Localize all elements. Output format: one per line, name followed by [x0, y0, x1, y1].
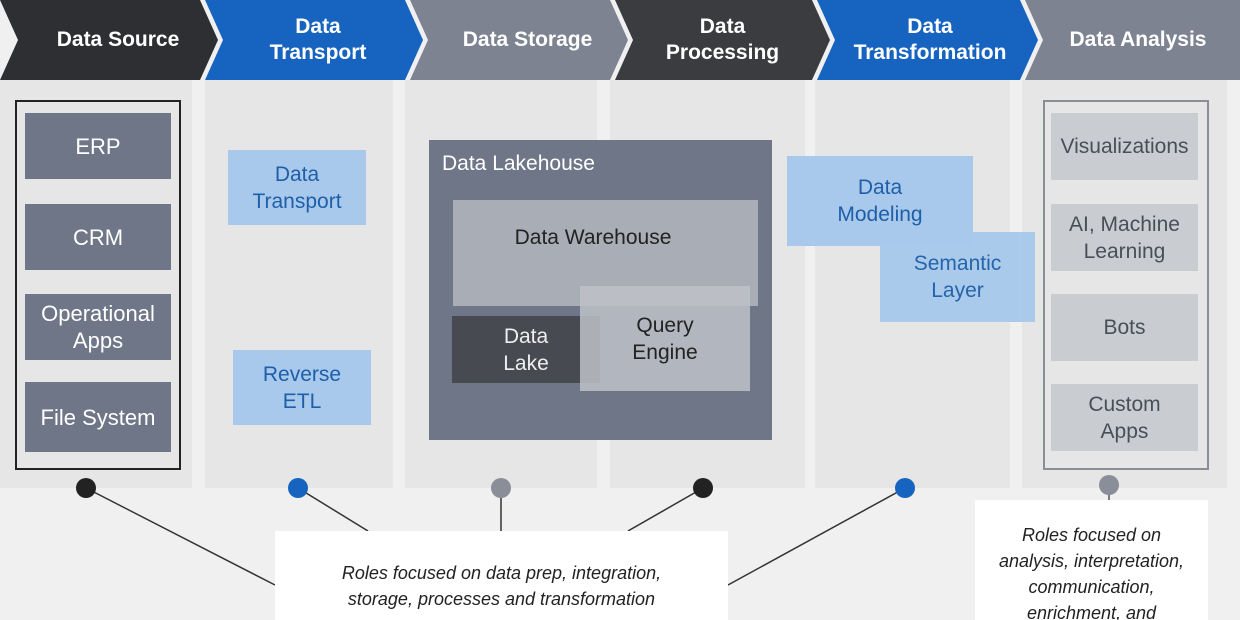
transport-item-data-transport: Data Transport: [228, 150, 366, 225]
lakehouse-label: Data Lakehouse: [442, 152, 595, 175]
stage-label-data-storage: Data Storage: [462, 28, 593, 51]
stage-label-data-processing: Data Processing: [665, 15, 780, 64]
stage-dot-data-transport: [288, 478, 308, 498]
analysis-item-custom-apps: Custom Apps: [1051, 384, 1198, 451]
stage-chevron-data-transformation: [817, 0, 1038, 80]
stage-chevron-data-analysis: [1025, 0, 1240, 80]
transformation-item-semantic-layer: Semantic Layer: [880, 232, 1035, 322]
stage-chevron-data-storage: [410, 0, 628, 80]
stage-header-bar: [0, 0, 1240, 80]
source-item-operational-apps: Operational Apps: [25, 294, 171, 360]
analysis-frame: [1043, 100, 1209, 470]
stage-dot-data-processing: [693, 478, 713, 498]
note-engineering-roles: Roles focused on data prep, integration,…: [275, 531, 728, 620]
connector-source: [85, 487, 276, 586]
stage-dot-data-storage: [491, 478, 511, 498]
source-item-erp: ERP: [25, 113, 171, 179]
warehouse-label: Data Warehouse: [514, 226, 672, 249]
stage-chevron-data-transport: [205, 0, 423, 80]
connector-transport: [297, 487, 369, 532]
stage-label-data-source: Data Source: [56, 28, 180, 51]
note-analysis-roles: Roles focused on analysis, interpretatio…: [975, 500, 1208, 620]
transport-item-reverse-etl: Reverse ETL: [233, 350, 371, 425]
analysis-item-visualizations: Visualizations: [1051, 113, 1198, 180]
query-engine-box: Query Engine: [580, 286, 750, 391]
connector-transformation: [727, 487, 906, 586]
stage-dot-data-analysis: [1099, 475, 1119, 495]
analysis-item-ai-machine-learning: AI, Machine Learning: [1051, 204, 1198, 271]
stage-chevron-data-processing: [615, 0, 830, 80]
analysis-item-bots: Bots: [1051, 294, 1198, 361]
source-item-crm: CRM: [25, 204, 171, 270]
stage-dot-data-source: [76, 478, 96, 498]
stage-dot-data-transformation: [895, 478, 915, 498]
data-lake-box: Data Lake: [452, 316, 600, 383]
stage-label-data-transport: Data Transport: [269, 15, 367, 64]
source-item-file-system: File System: [25, 382, 171, 452]
stage-label-data-transformation: Data Transformation: [853, 15, 1007, 64]
transformation-item-data-modeling: Data Modeling: [787, 156, 973, 246]
connector-processing: [627, 487, 704, 532]
source-frame: [15, 100, 181, 470]
stage-chevron-data-source: [0, 0, 218, 80]
stage-label-data-analysis: Data Analysis: [1069, 28, 1207, 51]
